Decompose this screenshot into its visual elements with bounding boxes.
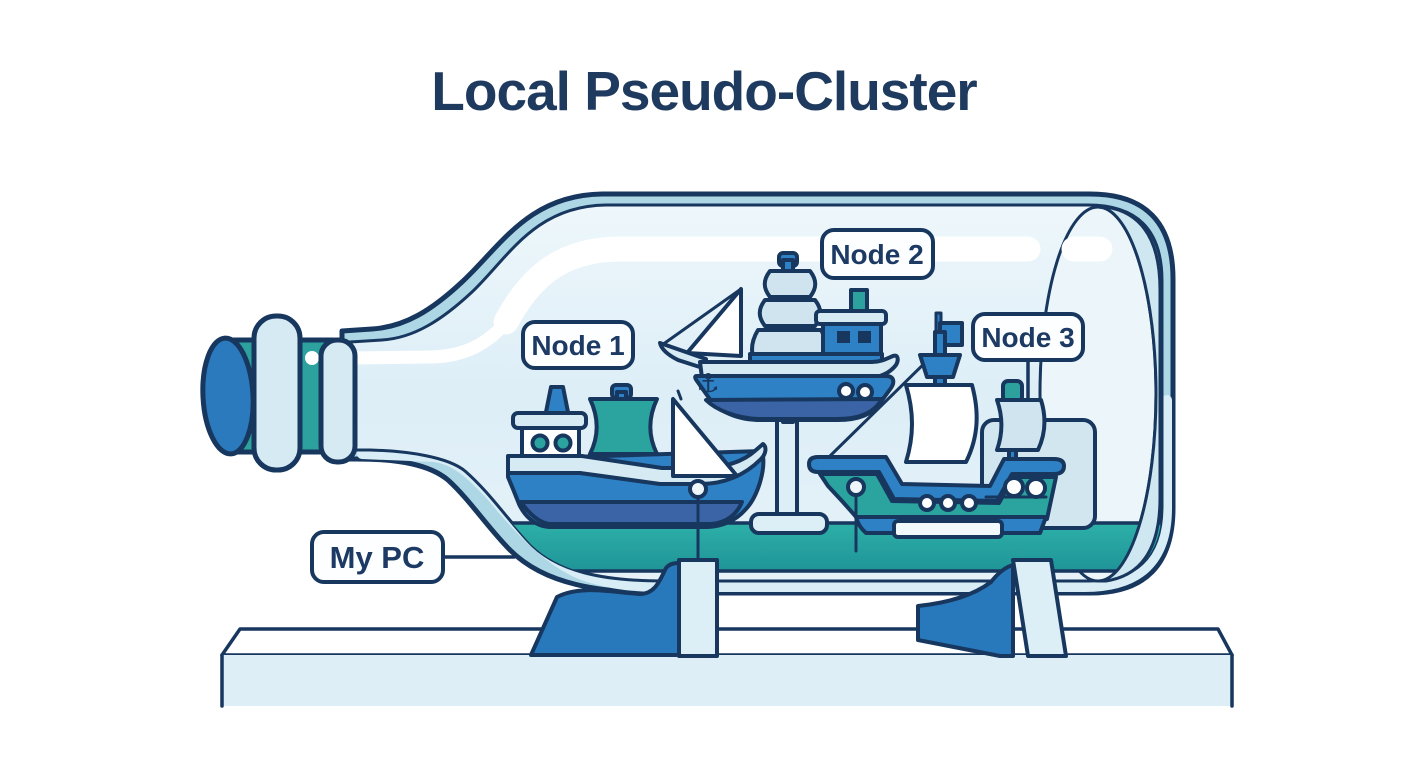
ship2-jib-sail [685, 287, 743, 358]
label-node1-text: Node 1 [531, 330, 624, 361]
stand-left-cradle [529, 561, 681, 657]
ship1-jib-sail [671, 397, 739, 478]
ship1-teal-sail [588, 397, 659, 456]
glass-highlight [493, 236, 1041, 335]
ship1-cabin-roof [511, 411, 588, 430]
ship2-keel [704, 397, 884, 421]
ship2-midsail [757, 298, 823, 328]
cork-highlight-dot [305, 351, 319, 365]
ship3-main-sail [904, 383, 979, 464]
annotation-labels: Node 1 Node 2 Node 3 My PC [310, 228, 1085, 584]
porthole [1025, 477, 1047, 499]
ship3-stay-line [828, 350, 938, 458]
stand-right-bar [1011, 558, 1068, 658]
porthole [856, 383, 874, 401]
ship2-window [858, 331, 871, 343]
cork-collar-ring [251, 313, 303, 473]
ship1-mooring-pin [688, 479, 708, 499]
ship2-pedestal [749, 412, 829, 535]
porthole [1003, 476, 1025, 498]
porthole [837, 382, 855, 400]
ship-node2: ⚓ [658, 251, 900, 424]
ship-node3 [807, 311, 1066, 553]
table-front-face [222, 655, 1232, 706]
label-my-pc: My PC [310, 530, 516, 584]
ship-node1 [506, 383, 768, 561]
ship3-hull [818, 472, 1058, 521]
ship3-keel-plate [892, 519, 1004, 539]
label-my-pc-text: My PC [330, 540, 425, 575]
label-node3-text: Node 3 [981, 322, 1074, 353]
ship3-mooring-pin [846, 477, 866, 497]
anchor-icon: ⚓ [696, 369, 719, 399]
ship1-gaff-line [676, 389, 683, 401]
bottle-stand-left [529, 558, 719, 658]
stand-left-bar [677, 558, 719, 658]
ship2-topsail [762, 269, 818, 299]
table-shelf [220, 627, 1234, 708]
ship3-crows-nest [918, 353, 962, 379]
label-node1: Node 1 [521, 320, 635, 370]
porthole [939, 494, 957, 512]
label-node2: Node 2 [820, 228, 935, 280]
ship2-cabin [821, 322, 883, 356]
label-node2-text: Node 2 [830, 239, 923, 270]
bottle-cork [200, 313, 358, 473]
page-title: Local Pseudo-Cluster [431, 60, 977, 122]
bottle-neck-lip [318, 337, 358, 465]
table-side-edges [220, 653, 1234, 708]
porthole [918, 494, 936, 512]
ship3-gunwale [807, 455, 1066, 503]
porthole [553, 433, 573, 453]
bottle-end-cap [1096, 205, 1162, 583]
porthole [530, 433, 550, 453]
ship3-rear-sail [995, 398, 1047, 452]
ship2-stay-line [660, 287, 743, 347]
table-top-face [220, 627, 1234, 657]
ship1-keel [519, 500, 744, 526]
label-node3: Node 3 [971, 312, 1085, 362]
porthole [960, 494, 978, 512]
ship2-window [837, 331, 850, 343]
bottle-stand-right [916, 558, 1068, 658]
